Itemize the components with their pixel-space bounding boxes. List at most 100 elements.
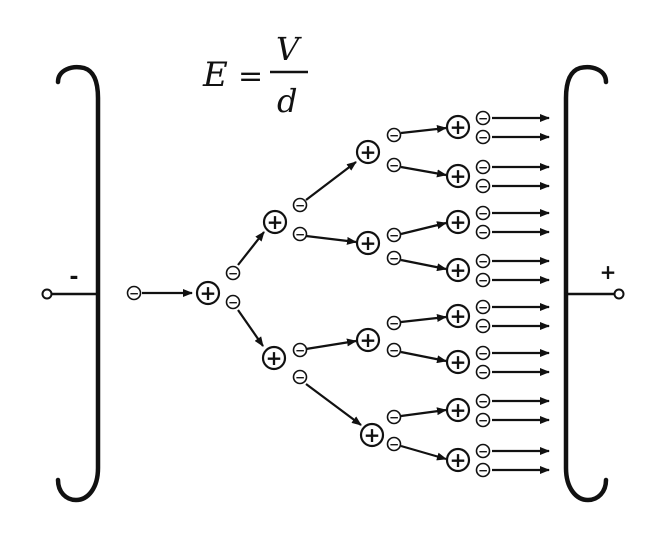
electron-circle <box>475 393 491 409</box>
avalanche-tree: −+−−++−−−−++++−−−−−−−−++++++++−−−−−−−−−−… <box>126 110 550 477</box>
electron-sign: − <box>478 394 488 408</box>
positive-ion-sign: + <box>450 164 467 188</box>
electron-sign: − <box>478 179 488 193</box>
electron-sign: − <box>478 273 488 287</box>
positive-ion-sign: + <box>450 258 467 282</box>
electron-circle <box>475 412 491 428</box>
electron-circle <box>386 315 402 331</box>
positive-terminal-label: + <box>600 260 617 284</box>
electron-sign: − <box>389 158 399 172</box>
field-equation: E = V d <box>202 30 308 120</box>
electron-circle <box>386 250 402 266</box>
positive-ion-circle <box>445 303 471 329</box>
positive-ion-sign: + <box>450 398 467 422</box>
positive-ion-sign: + <box>450 448 467 472</box>
electron-sign: − <box>228 295 238 309</box>
positive-ion-sign: + <box>450 210 467 234</box>
electron-circle <box>386 227 402 243</box>
positive-ion-circle <box>355 139 381 165</box>
electron-circle <box>386 342 402 358</box>
electron-path-arrow <box>305 338 357 351</box>
electron-sign: − <box>389 437 399 451</box>
electron-sign: − <box>478 225 488 239</box>
electron-path-arrow <box>237 309 264 347</box>
electron-circle <box>292 369 308 385</box>
positive-ion-circle <box>445 257 471 283</box>
anode-plate <box>563 64 609 503</box>
positive-ion-sign: + <box>360 231 377 255</box>
electron-sign: − <box>478 254 488 268</box>
electron-sign: − <box>295 370 305 384</box>
electron-path-arrow <box>400 350 447 364</box>
electron-circle <box>475 364 491 380</box>
electron-circle <box>475 299 491 315</box>
electron-path-arrow <box>400 314 447 324</box>
electron-circle <box>386 409 402 425</box>
electron-circle <box>475 129 491 145</box>
electron-circle <box>225 265 241 281</box>
electron-sign: − <box>295 343 305 357</box>
electron-sign: − <box>228 266 238 280</box>
positive-ion-sign: + <box>267 210 284 234</box>
electron-sign: − <box>478 111 488 125</box>
positive-ion-circle <box>445 114 471 140</box>
electron-path-arrow <box>305 161 357 201</box>
electron-circle <box>475 318 491 334</box>
electron-path-arrow <box>400 125 447 135</box>
electron-sign: − <box>478 463 488 477</box>
electron-circle <box>475 253 491 269</box>
electron-path-arrow <box>305 234 357 245</box>
electron-path-arrow <box>400 165 447 178</box>
electron-sign: − <box>478 444 488 458</box>
positive-ion-circle <box>262 209 288 235</box>
positive-ion-sign: + <box>450 115 467 139</box>
cathode-plate <box>55 64 101 503</box>
electron-path-arrow <box>400 258 447 272</box>
positive-ion-circle <box>261 345 287 371</box>
electron-circle <box>475 205 491 221</box>
positive-ion-sign: + <box>360 140 377 164</box>
positive-ion-circle <box>445 397 471 423</box>
electron-circle <box>475 224 491 240</box>
anode-terminal <box>613 288 625 300</box>
anode-electrode: + <box>563 64 625 503</box>
electron-sign: − <box>389 251 399 265</box>
electron-circle <box>126 285 142 301</box>
electron-path-arrow <box>400 221 447 236</box>
electron-sign: − <box>478 130 488 144</box>
electron-sign: − <box>295 227 305 241</box>
cathode-terminal <box>41 288 53 300</box>
electron-sign: − <box>389 410 399 424</box>
equation-denominator: d <box>277 82 297 120</box>
cathode-electrode: - <box>41 64 101 503</box>
positive-ion-circle <box>359 422 385 448</box>
electron-path-arrow <box>400 407 447 418</box>
electron-circle <box>292 197 308 213</box>
positive-ion-sign: + <box>360 328 377 352</box>
positive-ion-sign: + <box>450 350 467 374</box>
electron-circle <box>475 443 491 459</box>
electron-sign: − <box>478 206 488 220</box>
electron-circle <box>475 272 491 288</box>
electron-sign: − <box>478 160 488 174</box>
electron-sign: − <box>478 319 488 333</box>
positive-ion-circle <box>355 230 381 256</box>
equation-equals: = <box>238 59 263 94</box>
electron-sign: − <box>389 343 399 357</box>
electron-circle <box>475 178 491 194</box>
positive-ion-circle <box>195 280 221 306</box>
equation-numerator: V <box>276 30 302 68</box>
electron-path-arrow <box>305 383 362 426</box>
positive-ion-sign: + <box>364 423 381 447</box>
electron-sign: − <box>389 228 399 242</box>
positive-ion-sign: + <box>266 346 283 370</box>
electron-circle <box>475 110 491 126</box>
electron-circle <box>386 127 402 143</box>
electron-circle <box>475 345 491 361</box>
positive-ion-circle <box>445 163 471 189</box>
electron-sign: − <box>389 316 399 330</box>
electron-sign: − <box>129 286 139 300</box>
electron-path-arrow <box>237 231 265 266</box>
positive-ion-circle <box>445 209 471 235</box>
electron-sign: − <box>295 198 305 212</box>
